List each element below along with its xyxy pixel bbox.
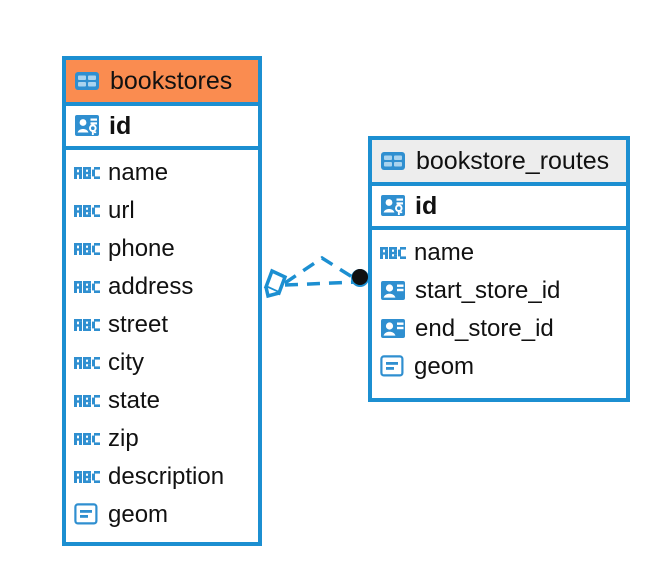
geometry-icon bbox=[74, 503, 100, 527]
text-abc-icon bbox=[74, 318, 100, 332]
entity-bookstore-routes[interactable]: bookstore_routes id bbox=[368, 136, 630, 402]
filled-circle-marker bbox=[351, 269, 369, 287]
diamond-marker bbox=[263, 268, 288, 299]
field-row[interactable]: street bbox=[66, 306, 258, 344]
field-row[interactable]: address bbox=[66, 268, 258, 306]
entity-title: bookstore_routes bbox=[416, 146, 610, 175]
entity-header-bookstore-routes[interactable]: bookstore_routes bbox=[372, 140, 626, 186]
field-row[interactable]: state bbox=[66, 382, 258, 420]
text-abc-icon bbox=[74, 280, 100, 294]
entity-header-bookstores[interactable]: bookstores bbox=[66, 60, 258, 106]
field-row[interactable]: end_store_id bbox=[372, 310, 626, 348]
entity-title: bookstores bbox=[110, 66, 233, 95]
text-abc-icon bbox=[380, 246, 406, 260]
field-label: state bbox=[108, 387, 161, 414]
relationship-line-upper bbox=[284, 255, 358, 285]
text-abc-icon bbox=[74, 204, 100, 218]
field-label: address bbox=[108, 273, 194, 300]
field-row[interactable]: url bbox=[66, 192, 258, 230]
field-label: phone bbox=[108, 235, 175, 262]
primary-key-label: id bbox=[109, 111, 132, 140]
field-label: geom bbox=[108, 501, 169, 528]
relationship-line-lower bbox=[284, 280, 358, 287]
field-row[interactable]: geom bbox=[372, 348, 626, 386]
text-abc-icon bbox=[74, 394, 100, 408]
primary-key-label: id bbox=[415, 191, 438, 220]
field-label: name bbox=[414, 239, 475, 266]
field-label: name bbox=[108, 159, 169, 186]
entity-bookstores[interactable]: bookstores id bbox=[62, 56, 262, 546]
field-row[interactable]: description bbox=[66, 458, 258, 496]
field-row[interactable]: name bbox=[372, 234, 626, 272]
field-row[interactable]: name bbox=[66, 154, 258, 192]
field-row[interactable]: geom bbox=[66, 496, 258, 534]
primary-key-row[interactable]: id bbox=[372, 186, 626, 230]
text-abc-icon bbox=[74, 470, 100, 484]
field-label: end_store_id bbox=[415, 315, 554, 342]
field-row[interactable]: city bbox=[66, 344, 258, 382]
geometry-icon bbox=[380, 355, 406, 379]
field-row[interactable]: start_store_id bbox=[372, 272, 626, 310]
field-row[interactable]: zip bbox=[66, 420, 258, 458]
field-label: geom bbox=[414, 353, 475, 380]
field-list-bookstores: name bbox=[66, 150, 258, 540]
primary-key-icon bbox=[74, 113, 101, 139]
text-abc-icon bbox=[74, 242, 100, 256]
field-list-bookstore-routes: name start_store_id bbox=[372, 230, 626, 392]
foreign-key-icon bbox=[380, 316, 407, 342]
field-row[interactable]: phone bbox=[66, 230, 258, 268]
text-abc-icon bbox=[74, 166, 100, 180]
field-label: url bbox=[108, 197, 135, 224]
field-label: street bbox=[108, 311, 169, 338]
field-label: start_store_id bbox=[415, 277, 561, 304]
field-label: zip bbox=[108, 425, 139, 452]
text-abc-icon bbox=[74, 356, 100, 370]
primary-key-icon bbox=[380, 193, 407, 219]
foreign-key-icon bbox=[380, 278, 407, 304]
primary-key-row[interactable]: id bbox=[66, 106, 258, 150]
field-label: description bbox=[108, 463, 225, 490]
text-abc-icon bbox=[74, 432, 100, 446]
table-icon bbox=[74, 68, 100, 94]
table-icon bbox=[380, 148, 406, 174]
field-label: city bbox=[108, 349, 144, 376]
